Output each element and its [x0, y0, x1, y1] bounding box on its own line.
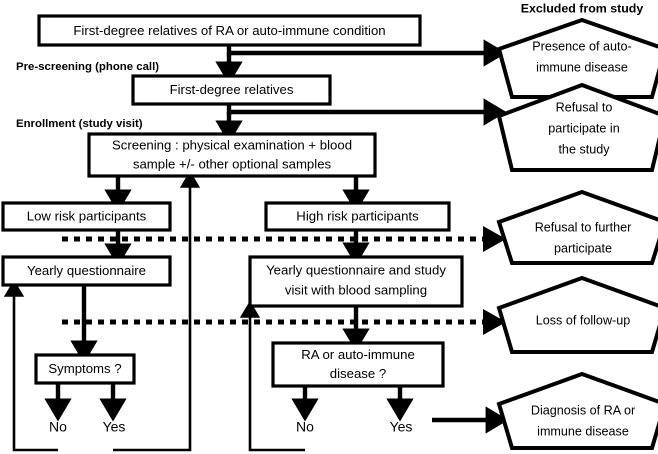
branch-label-symptoms-no: No	[49, 419, 67, 435]
box-ra-disease-decision[interactable]: RA or auto-immune disease ?	[271, 341, 445, 388]
branch-label-ra-no: No	[296, 419, 314, 435]
box-yearly-questionnaire-study-visit-label-line1: Yearly questionnaire and study	[266, 262, 446, 277]
box-low-risk-participants[interactable]: Low risk participants	[1, 201, 172, 232]
box-yearly-questionnaire[interactable]: Yearly questionnaire	[1, 255, 172, 287]
pentagon-refusal-participate-study-line1: Refusal to	[556, 100, 613, 114]
box-high-risk-participants-label: High risk participants	[296, 208, 419, 223]
box-screening-label-line1: Screening : physical examination + blood	[112, 137, 352, 152]
pentagon-loss-of-follow-up-line1: Loss of follow-up	[536, 313, 631, 327]
pentagon-refusal-participate-study[interactable]: Refusal to participate in the study	[496, 82, 658, 172]
connector-top-to-exit1	[215, 39, 507, 85]
pentagon-presence-auto-immune-disease-line1: Presence of auto-	[532, 39, 631, 53]
box-high-risk-participants[interactable]: High risk participants	[264, 201, 451, 232]
box-ra-disease-decision-label-line2: disease ?	[330, 366, 386, 381]
pentagon-refusal-further-participate[interactable]: Refusal to further participate	[496, 189, 658, 265]
excluded-from-study-header: Excluded from study	[521, 1, 644, 15]
pentagon-diagnosis-ra-immune-disease-line2: immune disease	[537, 424, 629, 438]
loop-symptoms-no-to-questionnaire	[3, 279, 58, 452]
stage-label-pre-screening: Pre-screening (phone call)	[16, 61, 159, 73]
pentagon-refusal-further-participate-line2: participate	[554, 241, 612, 255]
pentagon-refusal-further-participate-line1: Refusal to further	[535, 220, 632, 234]
box-screening[interactable]: Screening : physical examination + blood…	[87, 132, 377, 178]
box-low-risk-participants-label: Low risk participants	[27, 208, 147, 223]
box-first-degree-relatives-ra[interactable]: First-degree relatives of RA or auto-imm…	[37, 14, 422, 47]
box-symptoms-decision[interactable]: Symptoms ?	[34, 353, 136, 385]
pentagon-refusal-participate-study-line2: participate in	[548, 121, 619, 135]
box-ra-disease-decision-label-line1: RA or auto-immune	[301, 347, 415, 362]
box-yearly-questionnaire-label: Yearly questionnaire	[27, 263, 146, 278]
connector-relatives-to-exit2	[215, 98, 507, 144]
pentagon-presence-auto-immune-disease[interactable]: Presence of auto- immune disease	[496, 17, 658, 99]
box-first-degree-relatives-label: First-degree relatives	[170, 82, 294, 97]
pentagon-refusal-participate-study-line3: the study	[558, 142, 610, 156]
branch-label-ra-yes: Yes	[390, 419, 413, 435]
loop-symptoms-yes-to-screening	[113, 170, 201, 452]
box-yearly-questionnaire-study-visit-label-line2: visit with blood sampling	[285, 282, 427, 297]
box-screening-label-line2: sample +/- other optional samples	[133, 156, 332, 171]
loop-ra-no-to-questionnaire-visit	[239, 300, 305, 452]
pentagon-loss-of-follow-up[interactable]: Loss of follow-up	[496, 275, 658, 354]
pentagon-diagnosis-ra-immune-disease-line1: Diagnosis of RA or	[531, 403, 635, 417]
stage-label-enrollment: Enrollment (study visit)	[16, 118, 143, 130]
box-first-degree-relatives-ra-label: First-degree relatives of RA or auto-imm…	[73, 23, 385, 38]
box-symptoms-decision-label: Symptoms ?	[48, 361, 121, 376]
box-yearly-questionnaire-study-visit[interactable]: Yearly questionnaire and study visit wit…	[248, 255, 464, 308]
pentagon-presence-auto-immune-disease-line2: immune disease	[536, 60, 628, 74]
branch-label-symptoms-yes: Yes	[103, 419, 126, 435]
pentagon-diagnosis-ra-immune-disease[interactable]: Diagnosis of RA or immune disease	[496, 371, 658, 450]
box-first-degree-relatives[interactable]: First-degree relatives	[131, 74, 332, 106]
